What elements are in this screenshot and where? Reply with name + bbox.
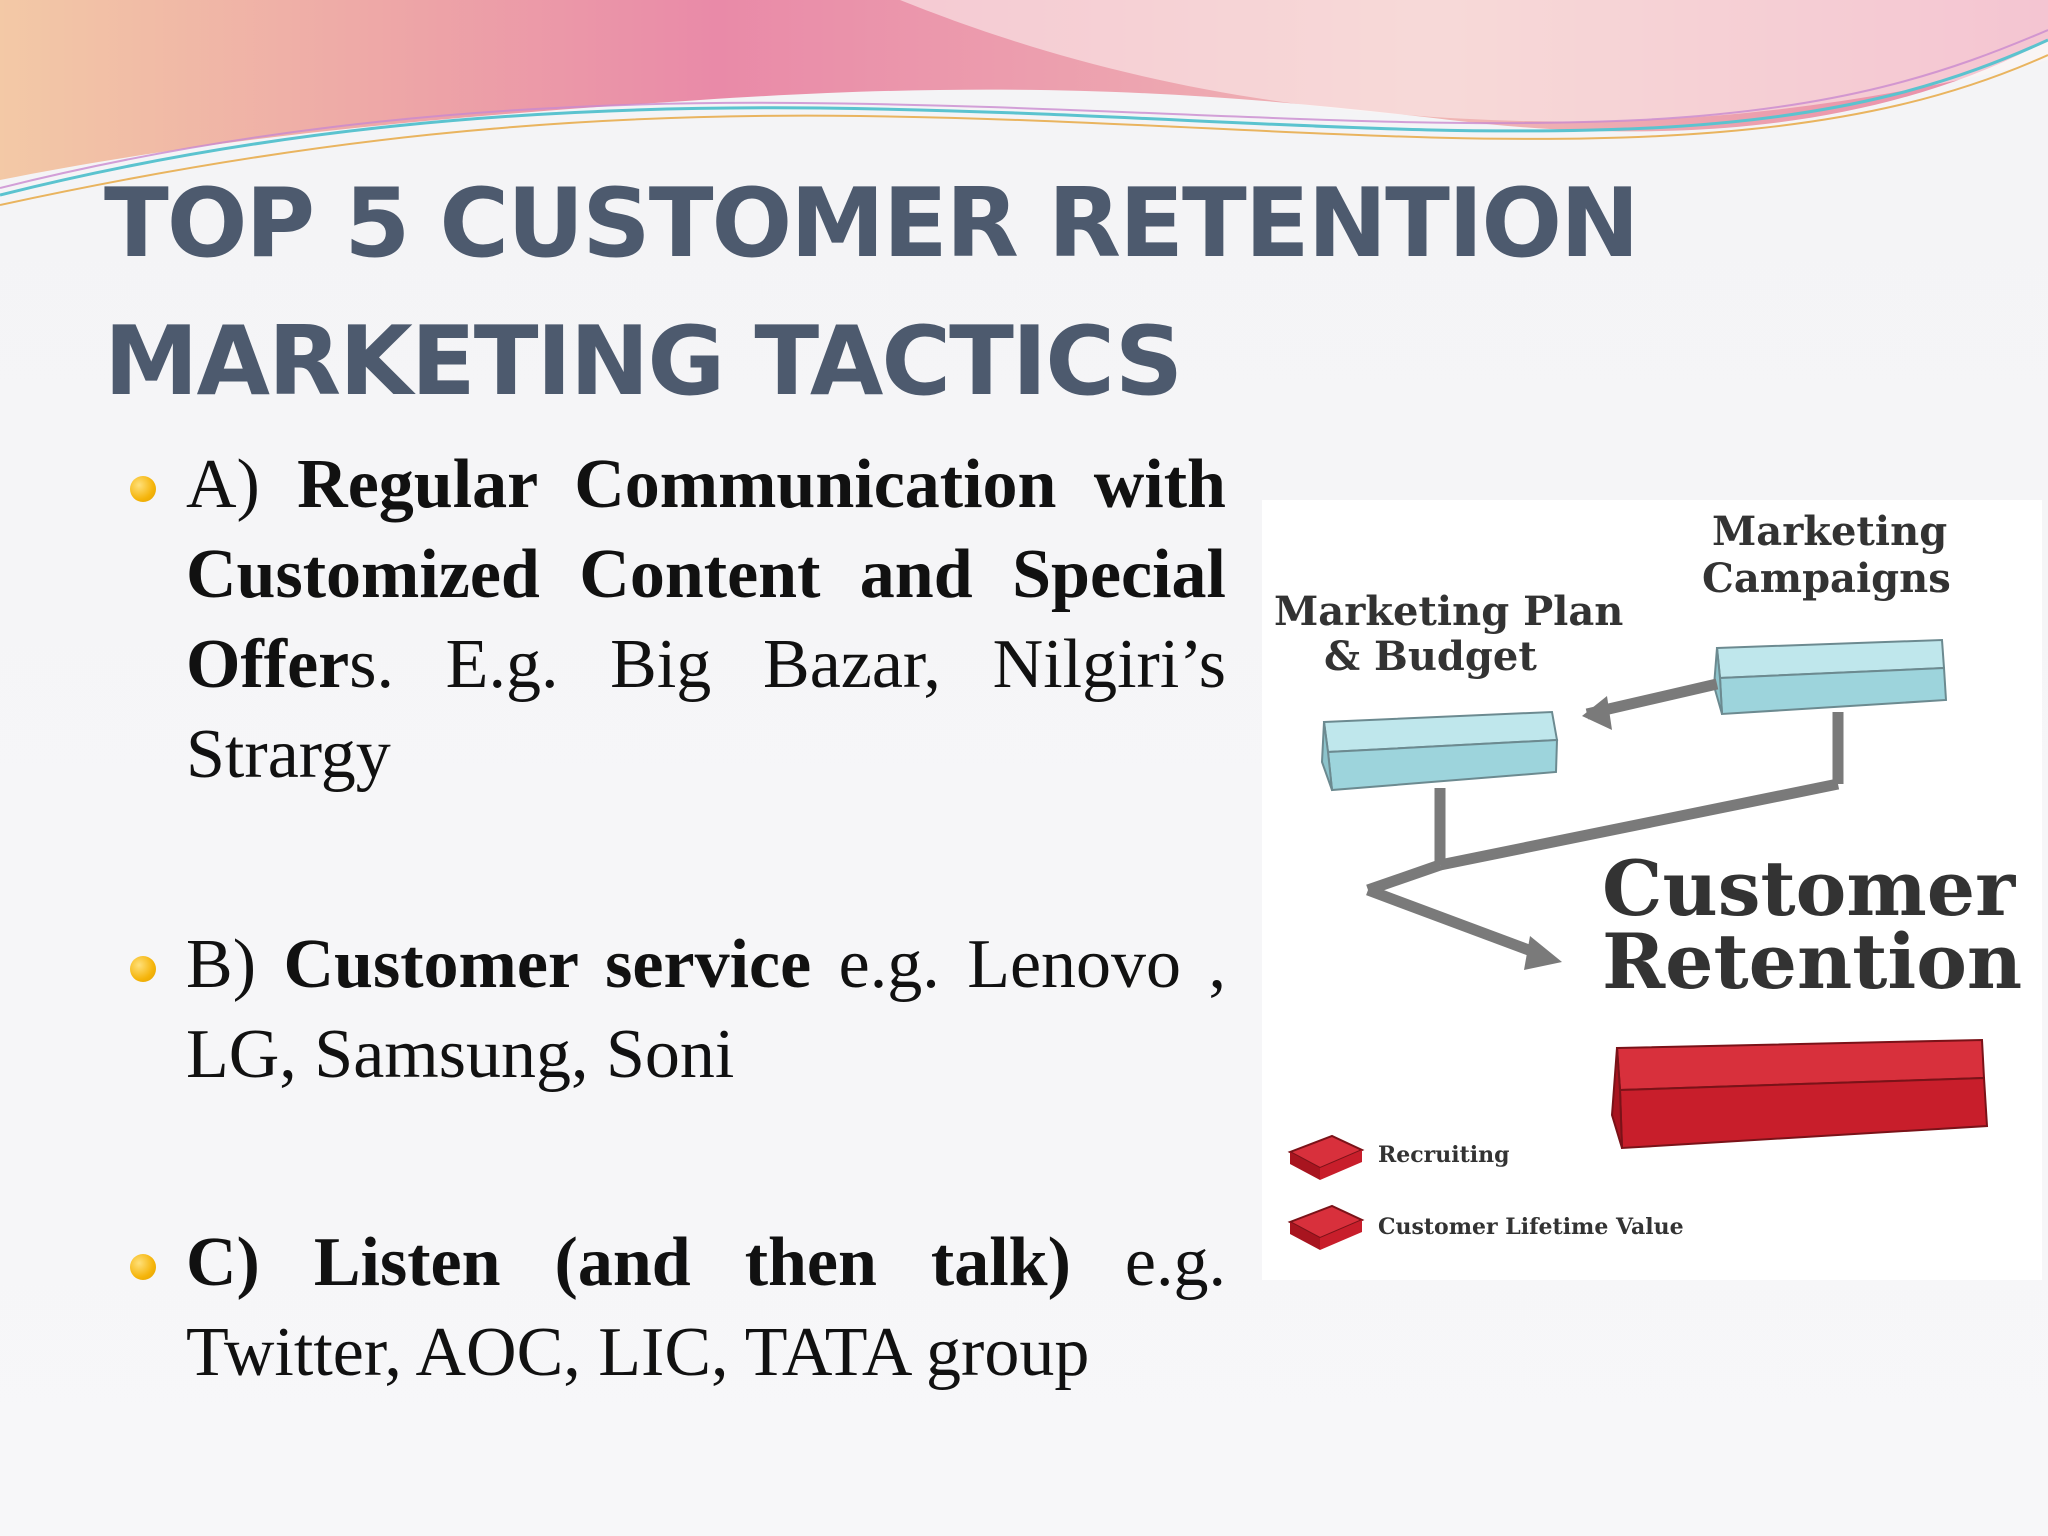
bullet-prefix: A): [186, 446, 298, 523]
retention-diagram-svg: Marketing Campaigns Marketing Plan & Bud…: [1262, 500, 2042, 1280]
bullet-dot-icon: [130, 476, 156, 502]
bullet-bold-text: Customer service: [283, 926, 812, 1003]
bullet-prefix: B): [186, 926, 284, 1003]
legend-label-lifetime-value: Customer Lifetime Value: [1378, 1214, 1684, 1240]
bullet-bold-text: Regular Communication with Customized Co…: [186, 446, 1226, 703]
title-line-1: TOP 5 CUSTOMER RETENTION: [104, 169, 1640, 279]
connector-lines: [1434, 712, 1844, 871]
slide-title: TOP 5 CUSTOMER RETENTION MARKETING TACTI…: [104, 155, 1640, 431]
bullet-suffix: e.g. Twitter, AOC, LIC, TATA group: [186, 1224, 1226, 1391]
bullet-text: C) Listen (and then talk) e.g. Twitter, …: [186, 1218, 1226, 1398]
legend-recruiting: Recruiting: [1287, 1134, 1510, 1180]
plan-box: [1320, 710, 1559, 792]
legend-label-recruiting: Recruiting: [1378, 1142, 1510, 1168]
title-line-2: MARKETING TACTICS: [104, 307, 1183, 417]
bullet-text: A) Regular Communication with Customized…: [186, 440, 1226, 800]
label-campaigns-line2: Campaigns: [1702, 555, 1951, 602]
bullet-bold-text: C) Listen (and then talk): [186, 1224, 1071, 1301]
bullet-suffix: s. E.g. Big Bazar, Nilgiri’s Strargy: [186, 626, 1226, 793]
legend-lifetime-value: Customer Lifetime Value: [1287, 1204, 1684, 1250]
campaigns-box: [1712, 638, 1948, 716]
retention-diagram: Marketing Campaigns Marketing Plan & Bud…: [1262, 500, 2042, 1280]
retention-box: [1610, 1038, 1989, 1150]
bullet-dot-icon: [130, 1254, 156, 1280]
bullet-suffix: e.g. Lenovo , LG, Samsung, Soni: [186, 926, 1226, 1093]
label-campaigns-line1: Marketing: [1712, 508, 1947, 555]
label-retention-line2: Retention: [1602, 917, 2022, 1006]
bullet-dot-icon: [130, 956, 156, 982]
bullet-text: B) Customer service e.g. Lenovo , LG, Sa…: [186, 920, 1226, 1100]
header-wave-decoration: [0, 0, 2048, 206]
arrow-to-retention: [1366, 859, 1562, 970]
label-plan-line2: & Budget: [1324, 633, 1537, 680]
label-plan-line1: Marketing Plan: [1274, 588, 1623, 635]
arrow-campaigns-to-plan: [1582, 678, 1719, 730]
label-retention-line1: Customer: [1602, 844, 2016, 933]
